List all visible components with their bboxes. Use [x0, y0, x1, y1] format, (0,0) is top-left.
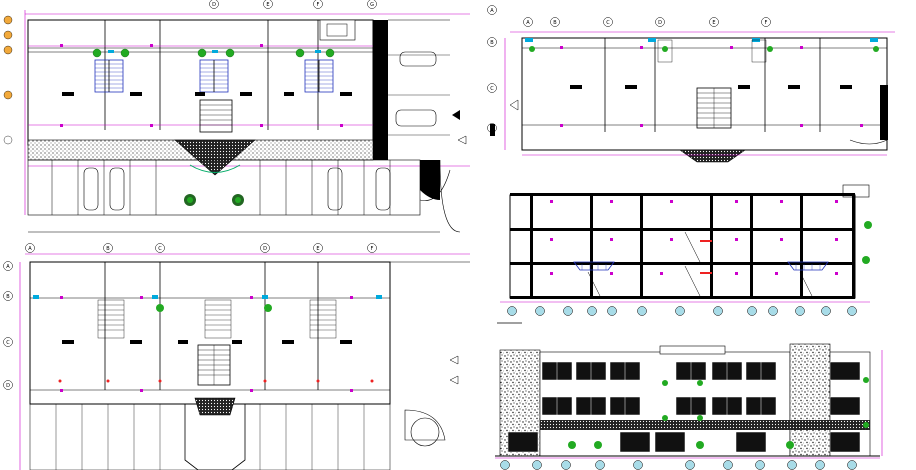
grid-bubble-label: A: [490, 8, 494, 14]
grid-bubble: [607, 306, 617, 316]
grid-bubble: [313, 0, 323, 9]
grid-bubble: [847, 460, 857, 470]
grid-bubble: [587, 306, 597, 316]
grid-bubble: [755, 460, 765, 470]
grid-bubble: [3, 337, 13, 347]
grid-bubble: [761, 17, 771, 27]
grid-bubble: [487, 5, 497, 15]
grid-bubble: [25, 243, 35, 253]
grid-bubble: [709, 17, 719, 27]
grid-bubble: [523, 17, 533, 27]
grid-bubble: [563, 306, 573, 316]
grid-bubble: [263, 0, 273, 9]
grid-bubbles-top: D E F G: [209, 0, 377, 9]
grid-bubble: [367, 243, 377, 253]
grid-bubble-label: B: [106, 246, 110, 252]
grid-bubbles-top: A B C D E F: [25, 243, 377, 253]
grid-bubble: [260, 243, 270, 253]
grid-bubble: [367, 0, 377, 9]
grid-bubble: [815, 460, 825, 470]
grid-bubble-label: C: [158, 246, 162, 252]
grid-bubble: [713, 306, 723, 316]
grid-bubble: [103, 243, 113, 253]
grid-bubble: [685, 460, 695, 470]
grid-bubble: [532, 460, 542, 470]
grid-bubble-label: D: [6, 383, 10, 389]
grid-bubble: [550, 17, 560, 27]
grid-bubble-label: D: [263, 246, 267, 252]
grid-bubble: [561, 460, 571, 470]
grid-bubble-label: F: [317, 2, 320, 8]
grid-bubble: [787, 460, 797, 470]
grid-bubble-label: C: [490, 86, 494, 92]
section-right: [497, 184, 872, 324]
grid-bubble: [723, 460, 733, 470]
grid-bubble-label: A: [526, 20, 530, 26]
grid-bubble-label: G: [370, 2, 374, 8]
grid-bubble: [847, 306, 857, 316]
grid-bubble: [747, 306, 757, 316]
grid-bubble: [633, 460, 643, 470]
grid-bubble: [603, 17, 613, 27]
grid-bubble: [500, 460, 510, 470]
grid-bubble: [3, 291, 13, 301]
plan-top-left: D E F G: [3, 0, 470, 233]
grid-bubble-label: B: [6, 294, 10, 300]
grid-bubbles-left: A B C D: [3, 261, 13, 390]
grid-bubble: [655, 17, 665, 27]
grid-bubble: [3, 261, 13, 271]
grid-bubble: [795, 306, 805, 316]
grid-bubbles-bottom: [507, 306, 857, 316]
grid-bubble-label: A: [6, 264, 10, 270]
grid-bubble-label: E: [712, 20, 715, 26]
elevation-right: [495, 343, 883, 470]
grid-bubbles-left: [3, 15, 13, 145]
grid-bubble-label: C: [6, 340, 10, 346]
plan-bottom-left: A B C D E F A B C D: [3, 243, 470, 470]
grid-bubble-label: F: [765, 20, 768, 26]
grid-bubble: [155, 243, 165, 253]
grid-bubble: [487, 37, 497, 47]
grid-bubble: [487, 83, 497, 93]
stair-group: [94, 59, 334, 93]
grid-bubble-label: D: [658, 20, 662, 26]
grid-bubble: [313, 243, 323, 253]
grid-bubbles-bottom: [500, 460, 857, 470]
grid-bubble: [768, 306, 778, 316]
grid-bubble-label: F: [371, 246, 374, 252]
grid-bubble-label: E: [266, 2, 269, 8]
grid-bubble: [507, 306, 517, 316]
grid-bubble: [535, 306, 545, 316]
grid-bubble-label: E: [316, 246, 319, 252]
plan-top-right: A B C D E F A B C D: [487, 5, 895, 163]
grid-bubble-label: B: [490, 40, 494, 46]
grid-bubble-label: C: [606, 20, 610, 26]
grid-bubbles-top: A B C D E F: [523, 17, 771, 27]
grid-bubble: [637, 306, 647, 316]
grid-bubble: [209, 0, 219, 9]
grid-bubble-label: A: [28, 246, 32, 252]
grid-bubble: [3, 380, 13, 390]
grid-bubble: [595, 460, 605, 470]
grid-bubble: [675, 306, 685, 316]
grid-bubble-label: B: [553, 20, 557, 26]
grid-bubble-label: D: [212, 2, 216, 8]
grid-bubble: [821, 306, 831, 316]
